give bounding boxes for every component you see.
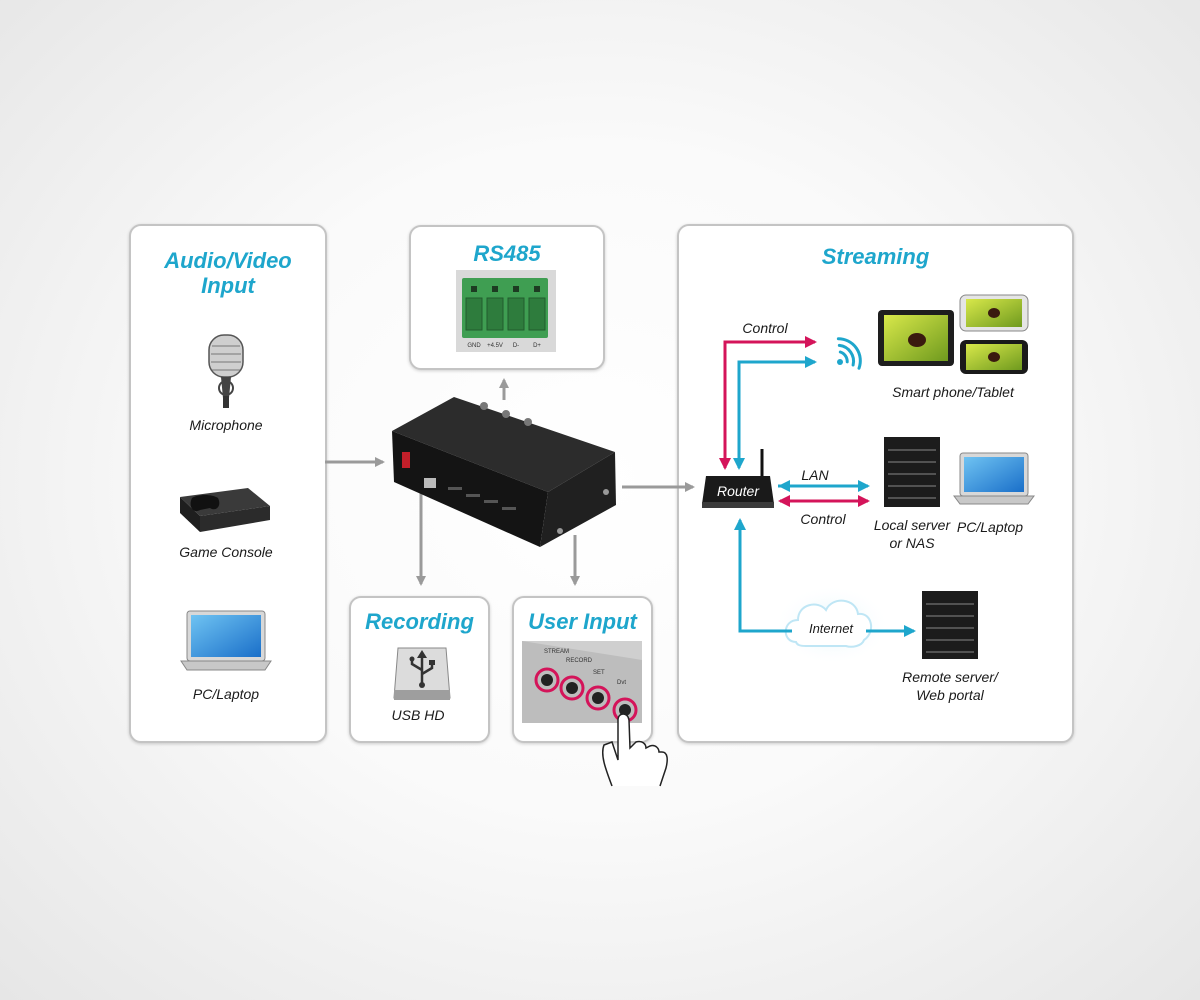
streaming-title: Streaming [821,244,930,269]
recording-panel: Recording [349,596,490,743]
smartphone-tablet-label: Smart phone/Tablet [892,384,1014,400]
router-label: Router [716,483,760,499]
cloud-icon [774,585,890,665]
user-input-button-label-1: STREAM [544,649,569,655]
usb-hard-drive-icon [393,647,451,700]
pc-laptop-left-label: PC/Laptop [192,686,260,702]
control-label-mid: Control [800,511,846,527]
av-input-title: Audio/Video Input [131,248,325,298]
wifi-icon [836,337,862,370]
local-server-label: Local server or NAS [864,516,960,552]
av-input-title-line1: Audio/Video [164,248,292,273]
av-input-title-line2: Input [201,273,255,298]
user-input-title: User Input [528,609,637,634]
remote-server-label-line2: Web portal [916,687,984,703]
pointing-hand-icon [601,713,668,787]
lan-label: LAN [801,467,829,483]
microphone-icon [208,334,244,408]
local-server-label-line2: or NAS [889,535,935,551]
user-input-photo: STREAM RECORD SET Dvt [522,641,642,723]
data-arrow-top [737,356,817,464]
rs485-pin-3: D- [513,343,519,349]
rs485-pin-4: D+ [533,343,541,349]
laptop-icon-left [180,610,272,671]
rs485-connector-icon: GND +4.5V D- D+ [456,270,556,352]
laptop-icon-right [953,452,1035,505]
internet-label: Internet [808,621,854,636]
router-icon [702,449,774,508]
remote-server-label: Remote server/ Web portal [890,668,1010,704]
microphone-label: Microphone [189,417,263,433]
usb-hd-label: USB HD [391,707,445,723]
control-label-top: Control [742,320,788,336]
highlighted-buttons [534,667,638,723]
game-console-icon [180,488,270,532]
local-server-label-line1: Local server [873,517,951,533]
smartphone-icon-bottom [960,340,1028,374]
rs485-pin-1: GND [467,343,481,349]
user-input-button-label-4: Dvt [617,680,626,686]
user-input-button-label-3: SET [593,670,605,676]
tablet-icon [878,310,954,366]
pc-laptop-right-label: PC/Laptop [956,519,1024,535]
network-arrows [719,336,916,637]
rs485-title: RS485 [473,241,541,266]
smartphone-icon-top [959,294,1029,332]
streaming-device-icon [392,397,616,547]
recording-title: Recording [365,609,474,634]
rs485-pin-2: +4.5V [487,343,503,349]
remote-server-icon [922,591,978,659]
remote-server-label-line1: Remote server/ [902,669,998,685]
flow-arrows [325,378,695,586]
local-server-icon [884,437,940,507]
game-console-label: Game Console [179,544,273,560]
user-input-button-label-2: RECORD [566,658,593,664]
internet-arrow-line [738,520,792,633]
